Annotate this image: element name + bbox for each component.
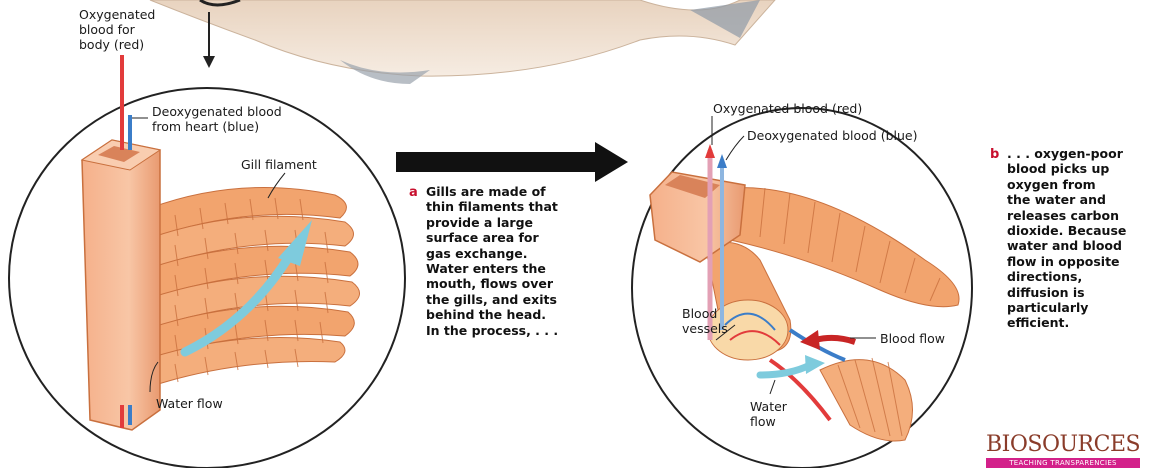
right-gill-circle <box>632 108 972 468</box>
label-deoxygenated-blood-heart: Deoxygenated blood from heart (blue) <box>152 104 282 134</box>
label-oxygenated-blood-red: Oxygenated blood (red) <box>713 101 862 116</box>
logo-wordmark: BIOSOURCES <box>986 432 1140 457</box>
transition-arrow <box>396 142 628 182</box>
label-blood-vessels: Blood vessels <box>682 306 728 336</box>
caption-a-text: Gills are made of thin filaments that pr… <box>426 184 596 338</box>
gill-arch-left <box>82 140 160 430</box>
label-oxygenated-blood-body: Oxygenated blood for body (red) <box>79 7 155 52</box>
label-water-flow-right: Water flow <box>750 399 787 429</box>
logo-tagline: TEACHING TRANSPARENCIES <box>986 458 1140 468</box>
caption-a-letter: a <box>409 185 418 200</box>
caption-b-text: . . . oxygen-poor blood picks up oxygen … <box>1007 146 1152 331</box>
caption-b-letter: b <box>990 147 999 162</box>
biosources-logo: BIOSOURCES TEACHING TRANSPARENCIES <box>986 432 1146 468</box>
fish-illustration <box>150 0 775 84</box>
label-gill-filament: Gill filament <box>241 157 317 172</box>
label-water-flow-left: Water flow <box>156 396 223 411</box>
label-deoxygenated-blood-blue: Deoxygenated blood (blue) <box>747 128 917 143</box>
label-blood-flow: Blood flow <box>880 331 945 346</box>
